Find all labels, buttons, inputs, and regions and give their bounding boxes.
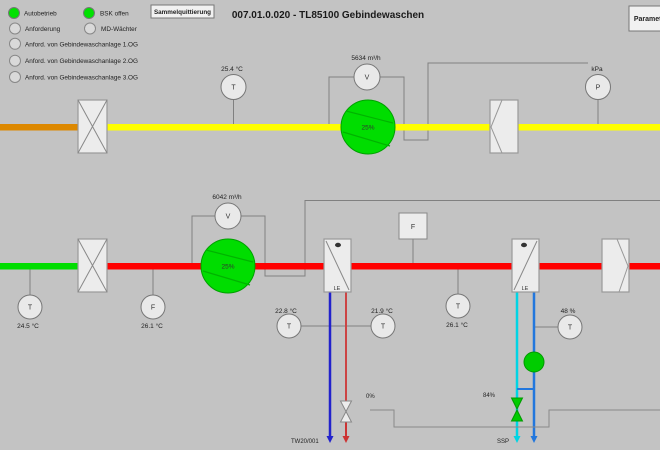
svg-text:F: F xyxy=(151,305,155,312)
svg-text:T: T xyxy=(568,325,573,332)
svg-text:kPa: kPa xyxy=(591,66,603,73)
svg-text:007.01.0.020 - TL85100 Gebinde: 007.01.0.020 - TL85100 Gebindewaschen xyxy=(232,10,424,21)
svg-text:P: P xyxy=(596,85,601,92)
svg-text:LE: LE xyxy=(522,286,529,292)
svg-text:Anford. von Gebindewaschanlage: Anford. von Gebindewaschanlage 3.OG xyxy=(25,75,138,82)
svg-text:Anforderung: Anforderung xyxy=(25,26,61,33)
svg-text:BSK offen: BSK offen xyxy=(100,11,129,18)
svg-text:6042 m³/h: 6042 m³/h xyxy=(212,194,242,201)
svg-text:T: T xyxy=(287,324,292,331)
svg-text:MD-Wächter: MD-Wächter xyxy=(101,26,138,33)
svg-text:SSP: SSP xyxy=(497,439,509,445)
svg-text:25%: 25% xyxy=(221,264,234,271)
svg-text:Anford. von Gebindewaschanlage: Anford. von Gebindewaschanlage 2.OG xyxy=(25,58,138,65)
svg-text:T: T xyxy=(381,324,386,331)
svg-text:25%: 25% xyxy=(361,125,374,132)
svg-text:0%: 0% xyxy=(366,394,375,400)
svg-text:V: V xyxy=(226,214,231,221)
svg-text:TW20/001: TW20/001 xyxy=(291,439,319,445)
svg-text:Sammelquittierung: Sammelquittierung xyxy=(154,9,211,16)
svg-text:26.1 °C: 26.1 °C xyxy=(141,322,163,330)
svg-text:Anford. von Gebindewaschanlage: Anford. von Gebindewaschanlage 1.OG xyxy=(25,41,138,48)
svg-text:Parameter: Parameter xyxy=(634,16,660,23)
svg-text:21.9 °C: 21.9 °C xyxy=(371,307,393,315)
svg-text:T: T xyxy=(231,85,236,92)
svg-text:48 %: 48 % xyxy=(561,308,576,315)
svg-text:22.8 °C: 22.8 °C xyxy=(275,307,297,315)
svg-text:T: T xyxy=(456,304,461,311)
svg-text:5634 m³/h: 5634 m³/h xyxy=(351,55,381,62)
svg-text:25.4 °C: 25.4 °C xyxy=(221,65,243,73)
svg-text:26.1 °C: 26.1 °C xyxy=(446,321,468,329)
svg-text:V: V xyxy=(365,75,370,82)
svg-text:F: F xyxy=(411,224,415,231)
svg-text:LE: LE xyxy=(334,286,341,292)
svg-text:Autobetrieb: Autobetrieb xyxy=(24,11,57,18)
svg-text:T: T xyxy=(28,305,33,312)
svg-text:24.5 °C: 24.5 °C xyxy=(17,322,39,330)
svg-text:84%: 84% xyxy=(483,393,496,399)
